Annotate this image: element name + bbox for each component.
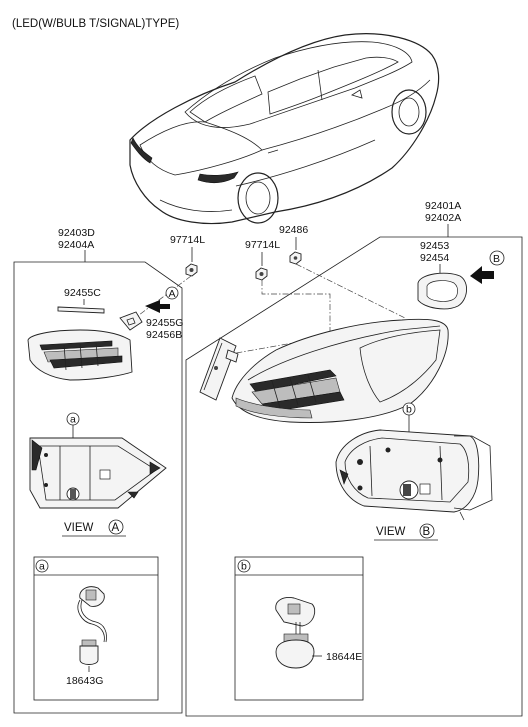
strip-left-label: 92455C [64,287,101,299]
gasket-left-label-2: 92456B [146,329,182,341]
detail-box-a-letter: a [39,561,45,573]
nut-center-icon [255,267,268,281]
callout-b-letter: b [406,404,412,416]
screw-icon [289,251,302,265]
left-assembly-label-1: 92403D [58,227,95,239]
bulb-a-label: 18643G [66,675,103,687]
diagram-title: (LED(W/BULB T/SIGNAL)TYPE) [12,18,179,30]
view-b-circle [419,523,435,539]
gasket-right-label-1: 92453 [420,240,449,252]
left-region-outline [13,261,183,714]
nut-left-label: 97714L [170,234,205,246]
right-lamp-part [231,318,449,423]
detail-box-a: a 18643G [33,556,159,701]
gasket-left-label-1: 92455G [146,317,183,329]
car-illustration [129,33,440,225]
view-b-arrow: B [470,250,505,284]
callout-a-letter: a [70,414,76,426]
right-region-outline [185,236,523,717]
callout-B-top: B [493,253,500,265]
detail-box-b: b 18644E [234,556,364,701]
right-lamp-region: 92401A 92402A 97714L 92486 92453 92454 [185,200,523,717]
bulb-b-label: 18644E [326,651,362,663]
nut-center-label: 97714L [245,239,280,251]
gasket-right-label-2: 92454 [420,252,449,264]
left-lamp-part [27,329,133,381]
right-assembly-label-1: 92401A [425,200,461,212]
view-a-letter: A [112,522,120,534]
screw-label: 92486 [279,224,308,236]
strip-left-part [57,306,105,314]
bracket-part [199,337,239,401]
nut-left-icon [185,263,198,277]
gasket-right-part [417,272,467,310]
view-b-lamp [335,429,493,521]
left-lamp-region: 92403D 92404A 97714L 92455C A 92455G 924… [13,227,205,714]
view-b-word: VIEW [376,526,406,538]
view-a-circle [108,519,124,535]
right-assembly-label-2: 92402A [425,212,461,224]
view-a-lamp [29,437,167,509]
left-assembly-label-2: 92404A [58,239,94,251]
view-b-letter: B [423,526,431,538]
view-a-arrow: A [145,286,179,313]
view-a-word: VIEW [64,522,94,534]
gasket-left-part [119,311,143,331]
callout-A-top: A [169,288,176,300]
detail-box-b-letter: b [241,561,247,573]
